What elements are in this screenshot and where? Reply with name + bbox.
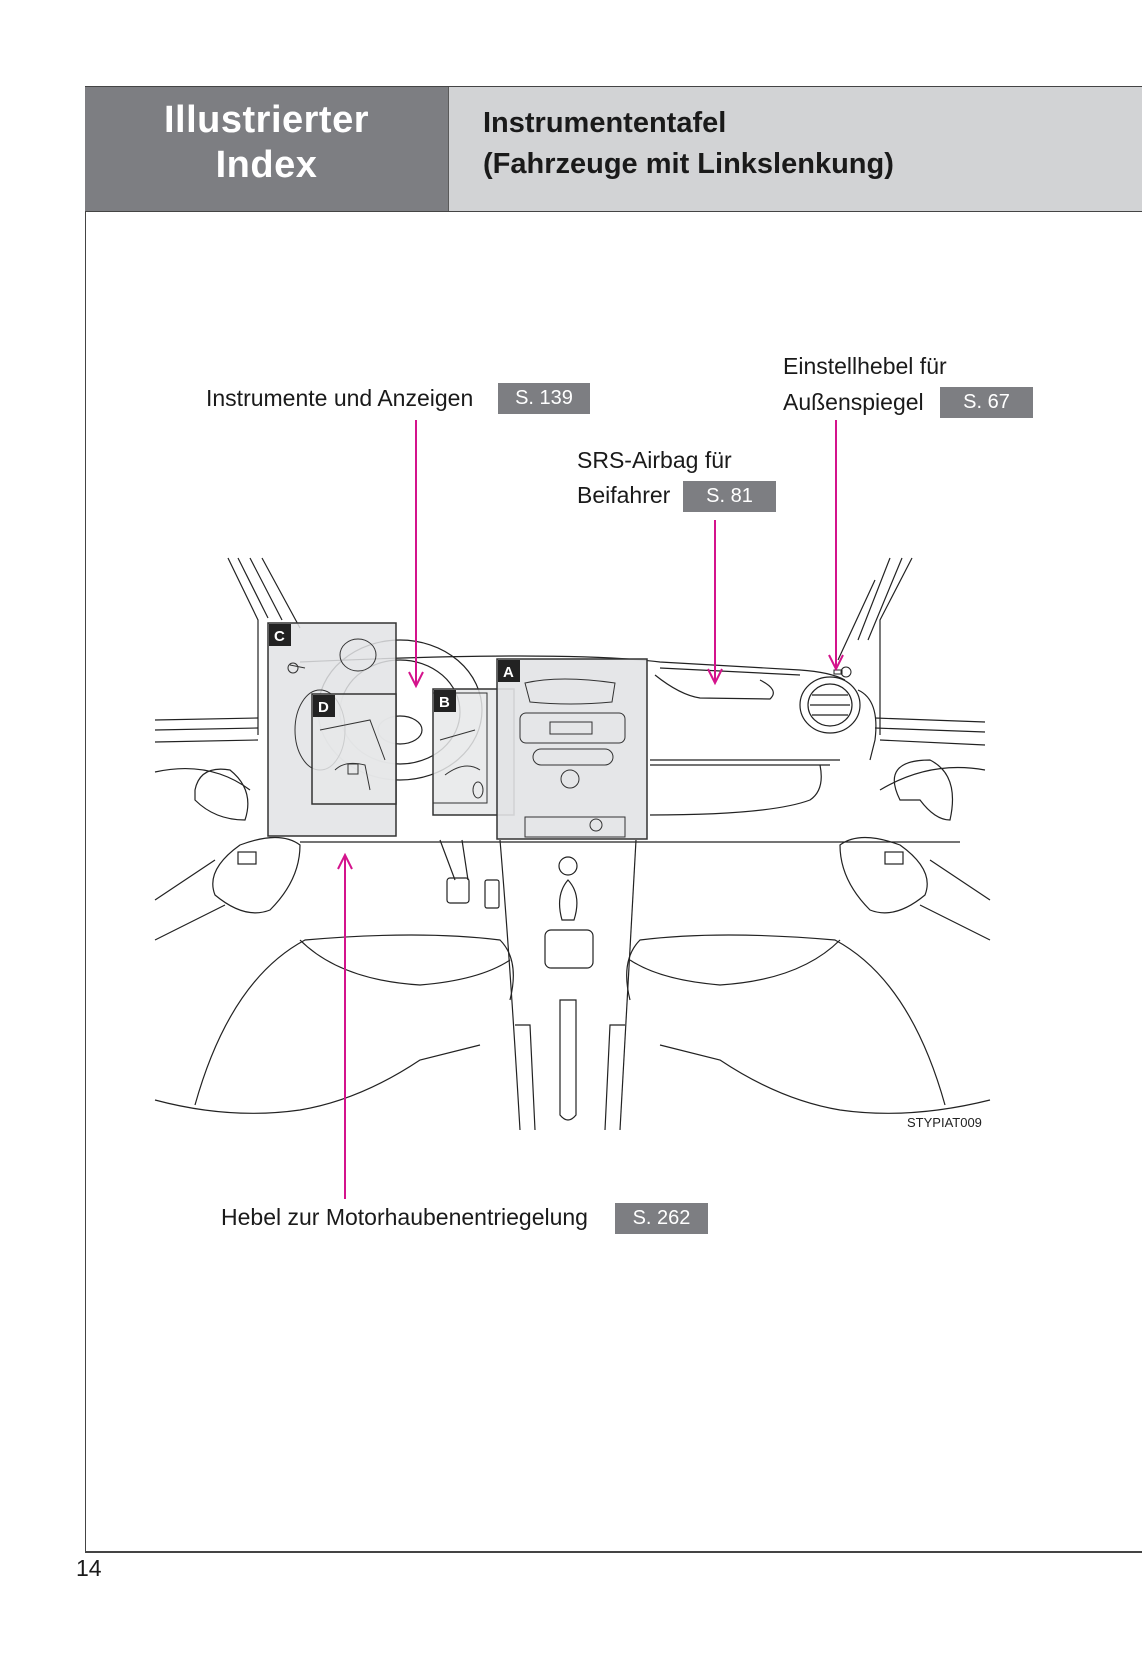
callout-airbag-label-line1: SRS-Airbag für: [577, 447, 732, 473]
callout-mirror-page-ref[interactable]: S. 67: [940, 387, 1033, 418]
page-frame-bottom-rule: [85, 1551, 1142, 1553]
dashboard-illustration: C D B A: [154, 557, 991, 1131]
illustration-code: STYPIAT009: [907, 1115, 982, 1130]
right-seat-edge: [659, 1044, 991, 1114]
page-header: Illustrierter Index Instrumententafel (F…: [85, 86, 1142, 212]
zone-d-letter: D: [318, 699, 329, 716]
callout-instruments-page-ref[interactable]: S. 139: [498, 383, 590, 414]
right-a-pillar: [879, 557, 913, 735]
section-title-line1: Illustrierter: [163, 99, 370, 141]
zone-a-letter: A: [503, 664, 514, 681]
left-a-pillar: [227, 557, 259, 735]
zone-d-box[interactable]: D: [311, 693, 397, 805]
page-title-box: Instrumententafel (Fahrzeuge mit Linksle…: [449, 87, 1142, 211]
callout-airbag-label-line2: Beifahrer: [577, 482, 671, 508]
callout-hood-label: Hebel zur Motorhaubenentriegelung: [221, 1204, 588, 1230]
page-title-line1: Instrumententafel: [483, 107, 727, 139]
left-seat-edge: [154, 1044, 481, 1114]
section-tab: Illustrierter Index: [85, 87, 449, 211]
callout-mirror-label-line1: Einstellhebel für: [783, 353, 947, 379]
callout-hood-page-ref[interactable]: S. 262: [615, 1203, 708, 1234]
callout-instruments-label: Instrumente und Anzeigen: [206, 385, 474, 411]
page-number: 14: [76, 1555, 102, 1581]
callout-mirror-label-line2: Außenspiegel: [783, 389, 924, 415]
zone-a-box[interactable]: A: [496, 658, 648, 840]
section-title-line2: Index: [215, 144, 318, 186]
dash-top: [299, 655, 846, 681]
page-frame-left-rule: [85, 86, 86, 1552]
callout-airbag-page-ref[interactable]: S. 81: [683, 481, 776, 512]
page-title-line2: (Fahrzeuge mit Linkslenkung): [483, 148, 894, 180]
zone-c-letter: C: [274, 628, 285, 645]
zone-b-letter: B: [439, 694, 450, 711]
